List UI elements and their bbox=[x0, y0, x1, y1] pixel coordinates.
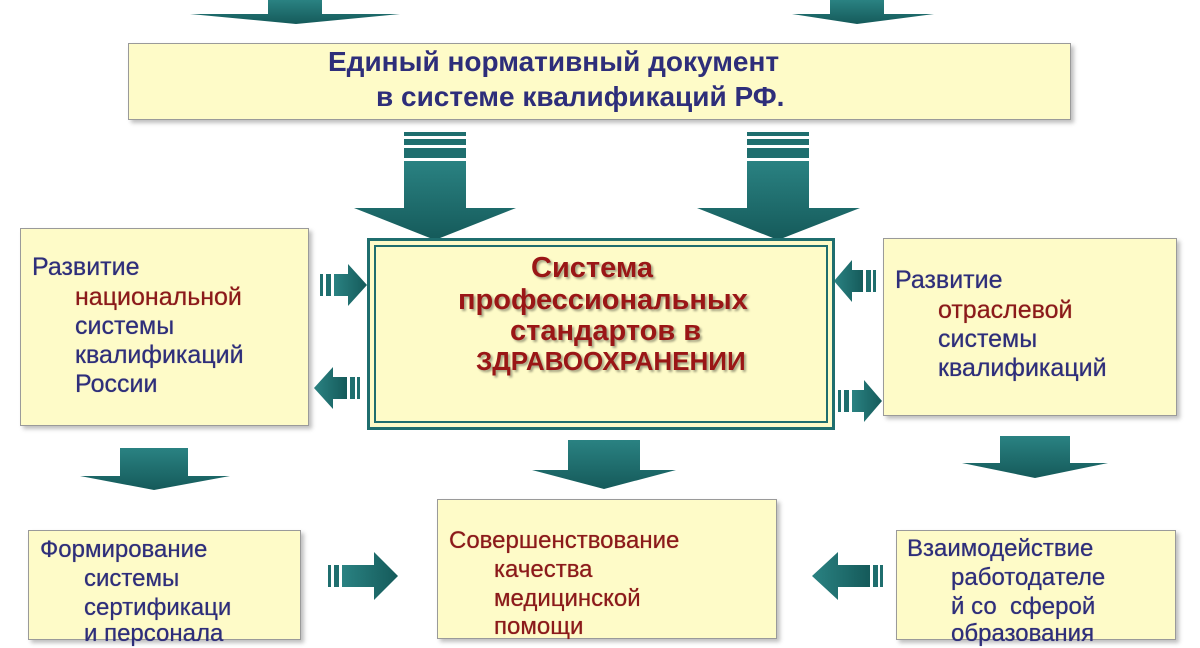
arrow-down-right bbox=[962, 436, 1108, 478]
right-box-line3: системы bbox=[938, 325, 1038, 353]
right-box-line2: отраслевой bbox=[938, 296, 1073, 324]
left-box-line5: России bbox=[75, 370, 158, 398]
bottom-center-box-line2: качества bbox=[494, 556, 593, 583]
bottom-center-box bbox=[437, 499, 777, 639]
top-box-line1: Единый нормативный документ bbox=[328, 46, 780, 77]
bottom-right-box bbox=[896, 530, 1176, 640]
left-box-line2: национальной bbox=[75, 283, 242, 311]
bottom-left-box-line1: Формирование bbox=[40, 536, 208, 563]
right-box bbox=[883, 238, 1177, 416]
right-box-line1: Развитие bbox=[895, 266, 1003, 294]
top-box bbox=[128, 43, 1071, 120]
center-box-inner-border bbox=[374, 245, 828, 423]
arrow-left-to-center bbox=[320, 264, 367, 306]
left-box-line3: системы bbox=[75, 312, 175, 340]
center-box-line4: ЗДРАВООХРАНЕНИИ bbox=[476, 346, 746, 376]
left-box bbox=[20, 228, 309, 426]
center-box-line2: профессиональных bbox=[458, 284, 748, 316]
arrow-down-center-right bbox=[697, 132, 860, 240]
arrow-top-right bbox=[792, 0, 934, 24]
arrow-center-to-right bbox=[838, 380, 882, 422]
arrow-top-left bbox=[190, 0, 400, 24]
left-box-line4: квалификаций bbox=[75, 341, 244, 369]
bottom-left-box-line4: и персонала bbox=[84, 620, 224, 647]
arrow-right-to-center bbox=[834, 260, 876, 302]
arrow-down-left bbox=[80, 448, 230, 490]
arrow-bottom-left-to-center bbox=[328, 552, 398, 600]
arrow-bottom-right-to-center bbox=[812, 552, 883, 600]
bottom-right-box-line4: образования bbox=[951, 620, 1095, 647]
center-box bbox=[367, 238, 835, 430]
center-box-line1: Система bbox=[531, 252, 654, 284]
bottom-center-box-line4: помощи bbox=[494, 613, 584, 640]
bottom-right-box-line2: работодателе bbox=[951, 564, 1106, 591]
bottom-right-box-line1: Взаимодействие bbox=[907, 535, 1094, 562]
top-box-line2: в системе квалификаций РФ. bbox=[376, 81, 785, 112]
bottom-center-box-line1: Совершенствование bbox=[449, 527, 680, 554]
arrow-down-center bbox=[532, 440, 676, 489]
arrows-layer bbox=[80, 0, 1108, 600]
center-box-line3: стандартов в bbox=[510, 315, 702, 347]
right-box-line4: квалификаций bbox=[938, 354, 1107, 382]
bottom-left-box bbox=[28, 530, 301, 640]
left-box-line1: Развитие bbox=[32, 253, 140, 281]
bottom-center-box-line3: медицинской bbox=[494, 585, 641, 612]
arrow-center-to-left bbox=[314, 367, 360, 409]
bottom-right-box-line3: й со сферой bbox=[951, 593, 1096, 620]
arrow-down-center-left bbox=[354, 132, 516, 240]
bottom-left-box-line2: системы bbox=[84, 565, 180, 592]
bottom-left-box-line3: сертификаци bbox=[84, 594, 232, 621]
